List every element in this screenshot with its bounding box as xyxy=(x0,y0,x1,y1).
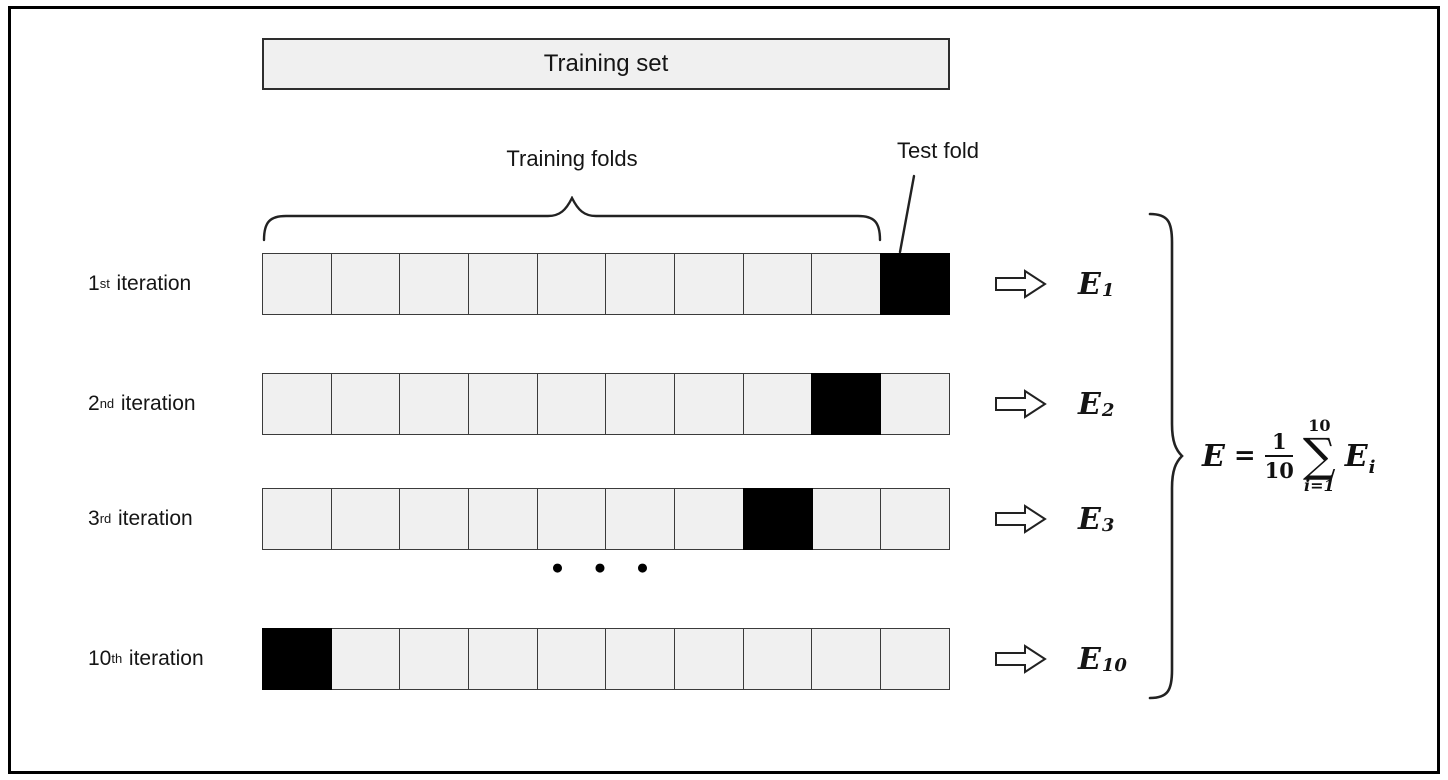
summation: 10 ∑ i=1 xyxy=(1303,418,1336,493)
right-arrow-icon xyxy=(995,644,1047,674)
formula-term: Ei xyxy=(1344,438,1376,477)
test-fold-pointer-line xyxy=(898,174,916,254)
training-fold-cell xyxy=(262,253,333,315)
training-fold-cell xyxy=(605,488,676,550)
training-fold-cell xyxy=(467,488,539,550)
iteration-number: 10 xyxy=(88,647,112,670)
training-fold-cell xyxy=(605,628,676,690)
training-fold-cell xyxy=(467,253,539,315)
iteration-number: 2 xyxy=(88,392,100,415)
right-arrow-icon xyxy=(995,504,1047,534)
error-symbol: E xyxy=(1078,501,1101,537)
training-fold-cell xyxy=(811,253,882,315)
training-fold-cell xyxy=(879,488,951,550)
training-fold-cell xyxy=(536,628,607,690)
test-fold-cell xyxy=(811,373,882,435)
training-fold-cell xyxy=(742,253,813,315)
training-fold-cell xyxy=(673,253,745,315)
training-fold-cell xyxy=(399,253,470,315)
training-fold-cell xyxy=(536,253,607,315)
fraction-numerator: 1 xyxy=(1271,429,1287,454)
training-fold-cell xyxy=(262,373,333,435)
iteration-number: 3 xyxy=(88,507,100,530)
formula-lhs: E xyxy=(1202,438,1225,474)
training-fold-cell xyxy=(262,488,333,550)
iteration-word: iteration xyxy=(117,507,193,530)
training-fold-cell xyxy=(605,373,676,435)
test-fold-cell xyxy=(879,253,951,315)
folds-strip-10 xyxy=(262,628,951,690)
iteration-word: iteration xyxy=(116,272,192,295)
training-fold-cell xyxy=(467,373,539,435)
results-brace xyxy=(1148,212,1184,700)
test-fold-cell xyxy=(742,488,813,550)
training-fold-cell xyxy=(536,488,607,550)
equals-sign: = xyxy=(1233,441,1256,471)
training-fold-cell xyxy=(673,488,745,550)
ellipsis-dots: ● ● ● xyxy=(551,556,661,579)
right-arrow-icon xyxy=(995,389,1047,419)
training-fold-cell xyxy=(330,628,401,690)
folds-strip-1 xyxy=(262,253,951,315)
iteration-word: iteration xyxy=(128,647,204,670)
training-fold-cell xyxy=(673,628,745,690)
training-fold-cell xyxy=(330,373,401,435)
training-fold-cell xyxy=(673,373,745,435)
test-fold-label: Test fold xyxy=(897,138,979,163)
fraction-denominator: 10 xyxy=(1264,458,1294,483)
training-fold-cell xyxy=(605,253,676,315)
test-fold-cell xyxy=(262,628,333,690)
fraction-bar xyxy=(1265,455,1294,457)
diagram-frame xyxy=(8,6,1440,774)
sigma-icon: ∑ xyxy=(1302,428,1336,483)
training-fold-cell xyxy=(742,373,813,435)
training-fold-cell xyxy=(742,628,813,690)
training-fold-cell xyxy=(399,373,470,435)
training-fold-cell xyxy=(879,373,951,435)
iteration-word: iteration xyxy=(120,392,196,415)
error-symbol: E xyxy=(1078,266,1101,302)
error-symbol: E xyxy=(1078,641,1101,677)
training-fold-cell xyxy=(399,628,470,690)
training-set-label: Training set xyxy=(543,50,669,77)
training-folds-brace xyxy=(262,196,882,242)
term-subscript: i xyxy=(1368,456,1376,478)
cv-error-formula: E = 1 10 10 ∑ i=1 Ei xyxy=(1202,398,1375,514)
training-fold-cell xyxy=(536,373,607,435)
summation-upper-limit: 10 xyxy=(1308,416,1331,436)
training-fold-cell xyxy=(811,628,882,690)
training-fold-cell xyxy=(467,628,539,690)
term-symbol: E xyxy=(1344,438,1368,474)
folds-strip-2 xyxy=(262,373,951,435)
right-arrow-icon xyxy=(995,269,1047,299)
summation-lower-limit: i=1 xyxy=(1304,475,1335,495)
training-folds-label: Training folds xyxy=(506,146,638,171)
iteration-number: 1 xyxy=(88,272,100,295)
training-set-box: Training set xyxy=(262,38,950,90)
error-symbol: E xyxy=(1078,386,1101,422)
training-fold-cell xyxy=(811,488,882,550)
training-fold-cell xyxy=(330,253,401,315)
training-fold-cell xyxy=(879,628,951,690)
training-fold-cell xyxy=(330,488,401,550)
training-fold-cell xyxy=(399,488,470,550)
fraction: 1 10 xyxy=(1265,431,1294,481)
folds-strip-3 xyxy=(262,488,951,550)
